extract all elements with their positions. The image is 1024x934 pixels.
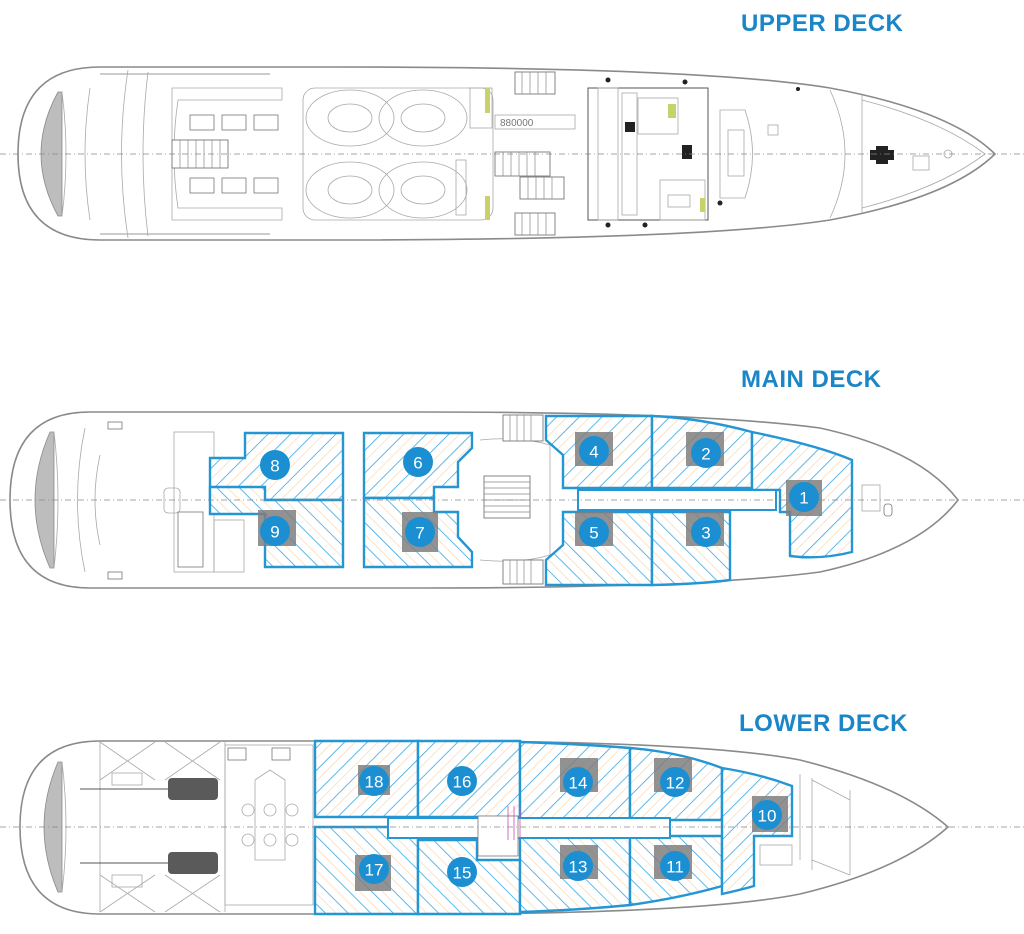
cabin-badge-circle: [447, 766, 477, 796]
cabin-number-label: 14: [569, 774, 588, 793]
cabin-badge-circle: [579, 517, 609, 547]
cabin-5-badge[interactable]: 5: [579, 517, 609, 547]
cabin-number-label: 16: [453, 773, 472, 792]
cabin-badge-circle: [563, 851, 593, 881]
cabin-2-badge[interactable]: 2: [691, 438, 721, 468]
main-deck-title: MAIN DECK: [741, 366, 882, 393]
cabin-badge-circle: [660, 767, 690, 797]
cabin-15-badge[interactable]: 15: [447, 857, 477, 887]
cabin-number-label: 7: [415, 524, 424, 543]
cabin-badge-circle: [260, 450, 290, 480]
cabin-badge-circle: [260, 516, 290, 546]
cabin-7-badge[interactable]: 7: [405, 517, 435, 547]
cabin-badge-circle: [563, 767, 593, 797]
cabin-badge-circle: [579, 436, 609, 466]
lower-corridor: [387, 817, 671, 839]
cabin-number-label: 3: [701, 524, 710, 543]
cabin-10-badge[interactable]: 10: [752, 800, 782, 830]
cabin-badge-circle: [752, 800, 782, 830]
cabin-1-badge[interactable]: 1: [789, 482, 819, 512]
cabin-3-badge[interactable]: 3: [691, 517, 721, 547]
cabin-4-badge[interactable]: 4: [579, 436, 609, 466]
cabin-badge-circle: [691, 517, 721, 547]
cabin-number-label: 15: [453, 864, 472, 883]
cabin-18-badge[interactable]: 18: [359, 766, 389, 796]
cabin-badge-circle: [405, 517, 435, 547]
cabin-number-label: 9: [270, 523, 279, 542]
cabin-badge-circle: [789, 482, 819, 512]
lower-deck-title: LOWER DECK: [739, 710, 908, 737]
cabin-number-label: 11: [666, 858, 684, 877]
cabin-13-badge[interactable]: 13: [563, 851, 593, 881]
svg-text:880000: 880000: [500, 118, 534, 129]
upper-deck-plan: 880000: [0, 66, 1024, 241]
cabin-badge-circle: [660, 851, 690, 881]
cabin-12-badge[interactable]: 12: [660, 767, 690, 797]
cabin-number-label: 13: [569, 858, 588, 877]
cabin-number-label: 2: [701, 445, 710, 464]
cabin-badge-circle: [403, 447, 433, 477]
cabin-number-label: 4: [589, 443, 598, 462]
upper-deck-title: UPPER DECK: [741, 10, 904, 37]
cabin-number-label: 18: [365, 773, 384, 792]
cabin-6-badge[interactable]: 6: [403, 447, 433, 477]
cabin-16-badge[interactable]: 16: [447, 766, 477, 796]
cabin-number-label: 8: [270, 457, 279, 476]
cabin-14-badge[interactable]: 14: [563, 767, 593, 797]
cabin-number-label: 17: [365, 861, 384, 880]
cabin-17-badge[interactable]: 17: [359, 854, 389, 884]
cabin-badge-circle: [359, 854, 389, 884]
cabin-number-label: 5: [589, 524, 598, 543]
lower-deck-plan: [0, 739, 1024, 916]
cabin-number-label: 6: [413, 454, 422, 473]
main-deck-plan: [0, 411, 1024, 589]
cabin-number-label: 10: [758, 807, 777, 826]
cabin-badge-circle: [359, 766, 389, 796]
cabin-11-badge[interactable]: 11: [660, 851, 690, 881]
cabin-badge-circle: [691, 438, 721, 468]
cabin-8-badge[interactable]: 8: [260, 450, 290, 480]
cabin-number-label: 12: [666, 774, 685, 793]
cabin-9-badge[interactable]: 9: [260, 516, 290, 546]
cabin-badge-circle: [447, 857, 477, 887]
cabin-number-label: 1: [799, 489, 808, 508]
